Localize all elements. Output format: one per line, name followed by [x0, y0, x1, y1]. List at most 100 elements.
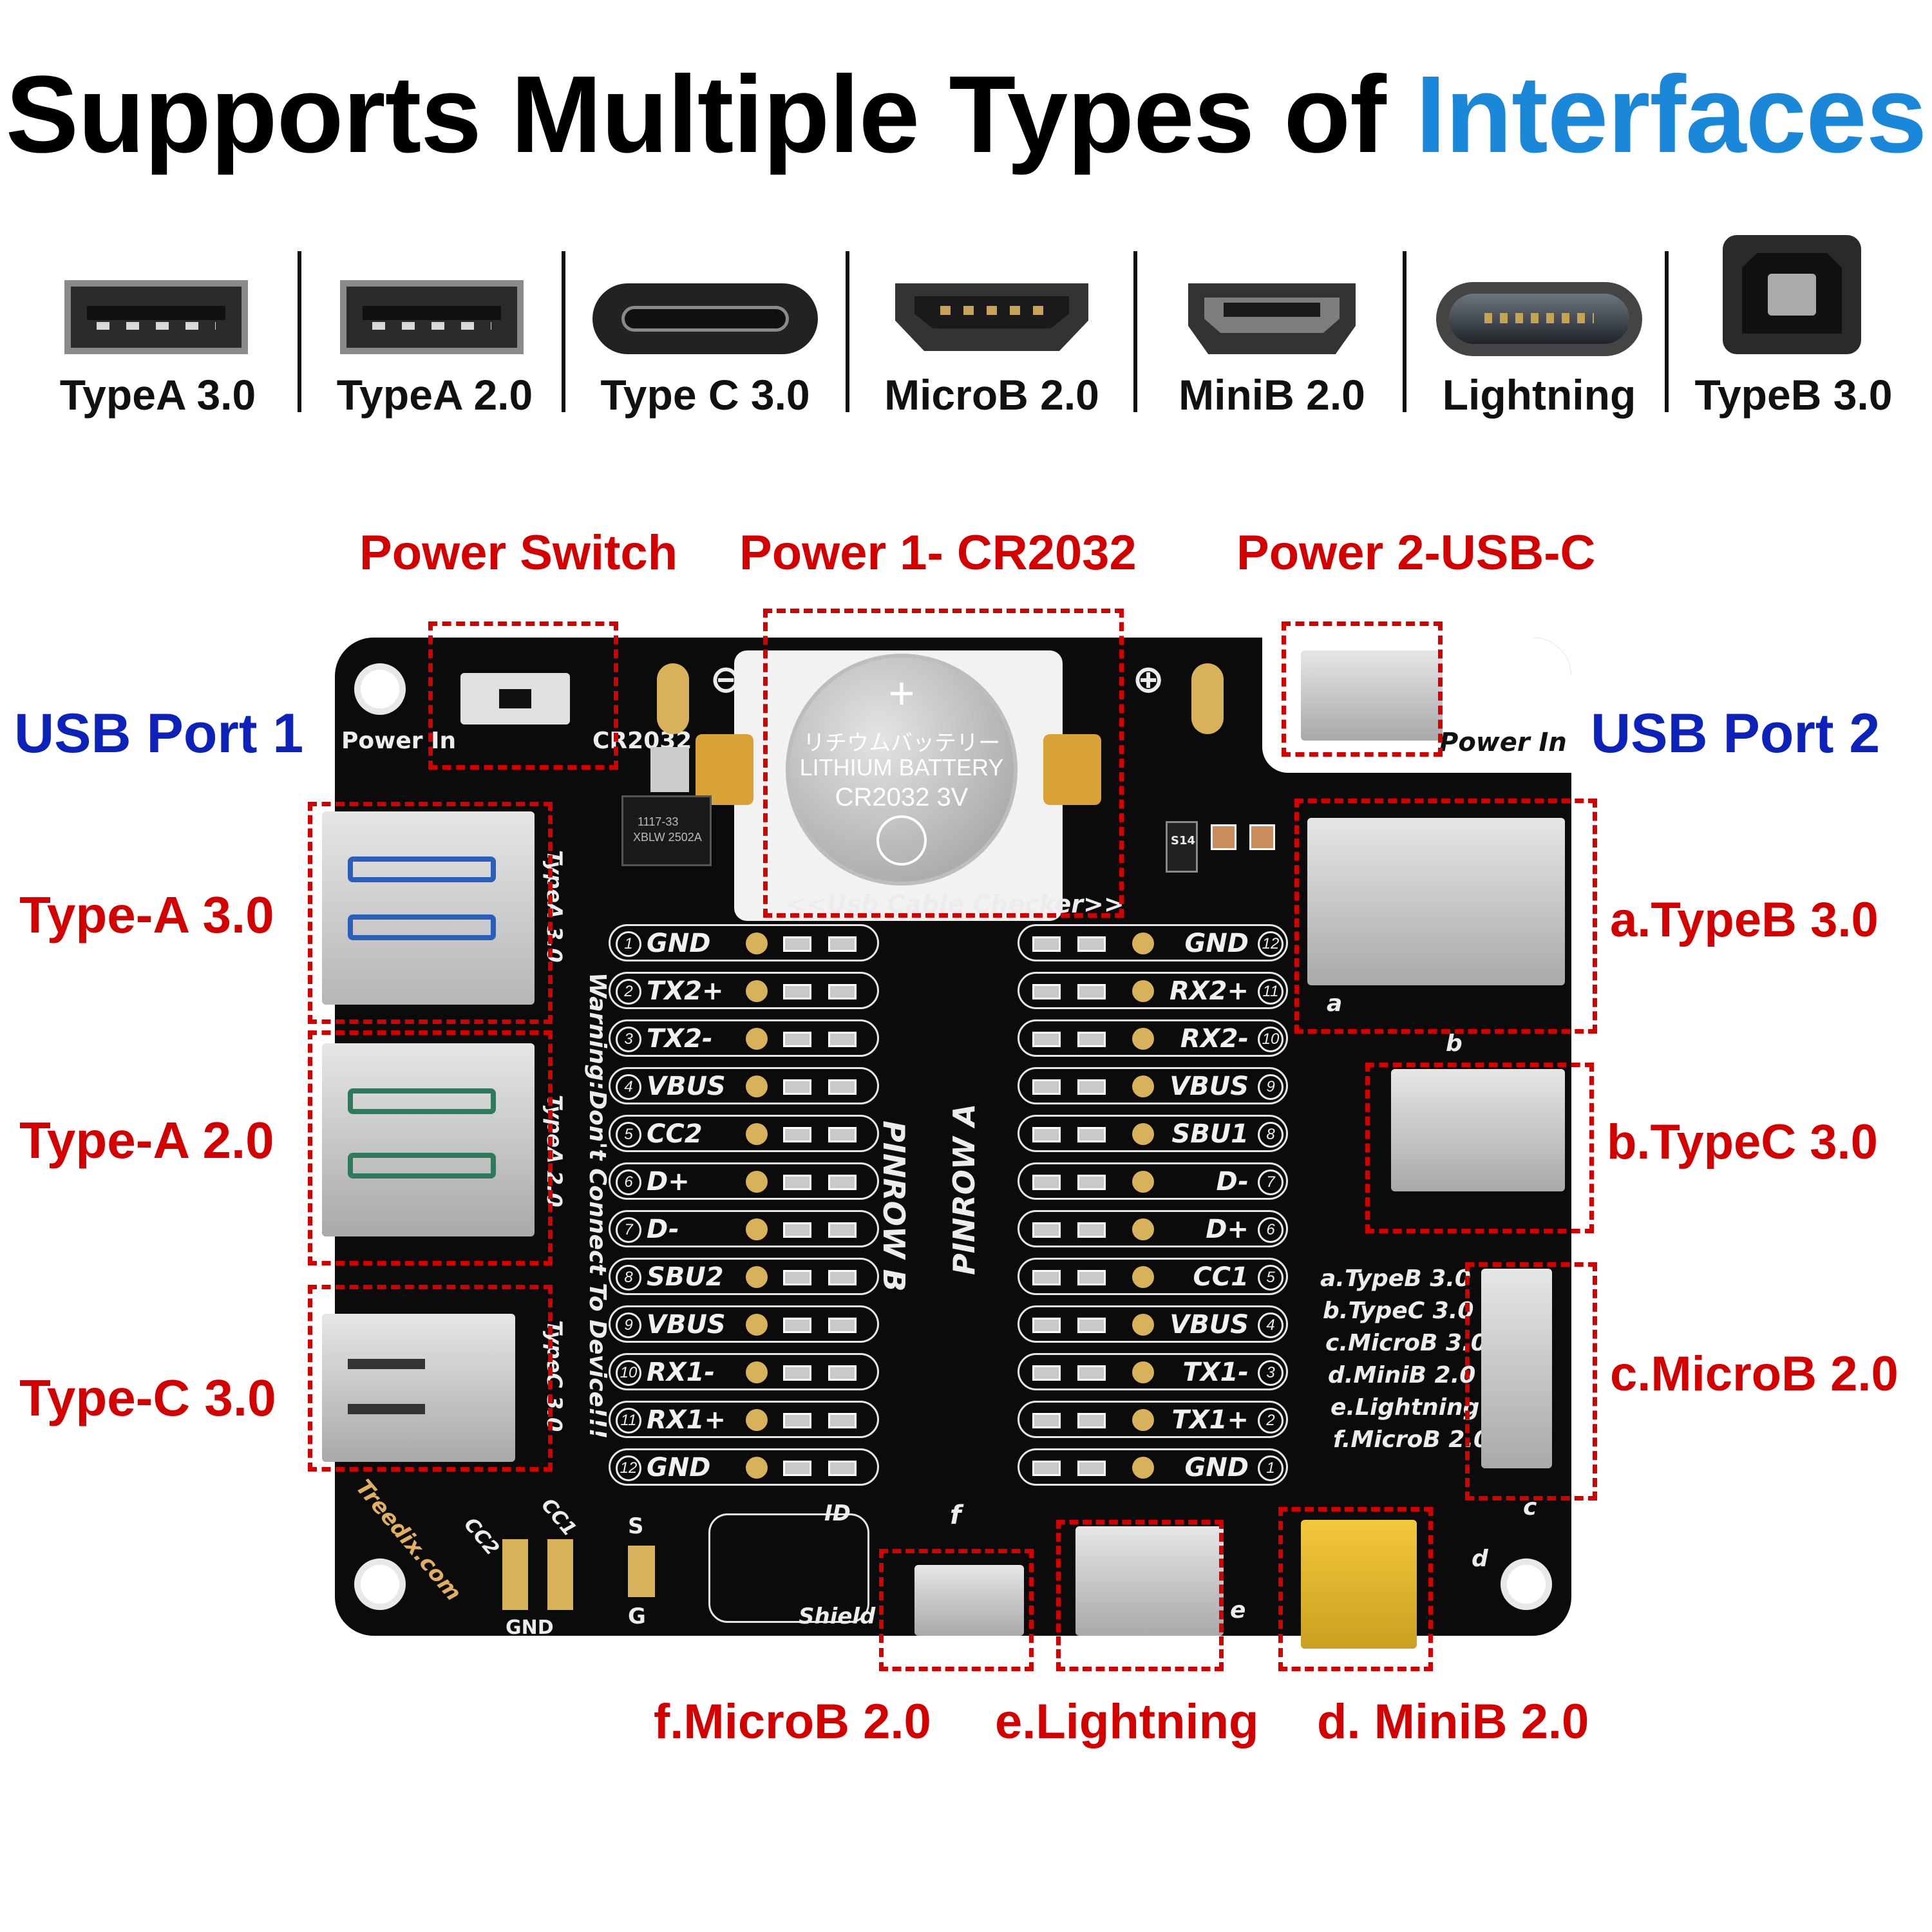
led-indicator — [828, 984, 857, 999]
pin-number: 6 — [1258, 1217, 1283, 1243]
test-pad[interactable] — [1132, 1457, 1154, 1479]
test-pad[interactable] — [1132, 1123, 1154, 1145]
led-indicator — [1032, 984, 1061, 999]
test-pad[interactable] — [1132, 1361, 1154, 1383]
voltage-regulator: 1117-33 XBLW 2502A — [621, 795, 712, 866]
letter-c: c — [1523, 1494, 1537, 1520]
callout-right-microb2: c.MicroB 2.0 — [1610, 1347, 1899, 1401]
led-indicator — [1077, 1079, 1106, 1095]
id-label: ID — [824, 1501, 851, 1526]
lightning-port[interactable] — [1075, 1526, 1224, 1636]
led-indicator — [828, 1413, 857, 1428]
box-power1 — [763, 609, 1124, 918]
pin-label: GND — [1184, 1453, 1249, 1482]
letter-d: d — [1472, 1546, 1488, 1572]
led-indicator — [1077, 1222, 1106, 1238]
led-indicator — [1077, 984, 1106, 999]
legend-item: a.TypeB 3.0 — [1320, 1265, 1471, 1292]
legend-item: c.MicroB 3.0 — [1325, 1330, 1487, 1356]
test-pad[interactable] — [746, 933, 768, 954]
pin-label: GND — [1184, 929, 1249, 958]
cc1-label: CC1 — [536, 1494, 581, 1541]
power-in-label: Power In — [341, 728, 457, 754]
interface-label: TypeA 2.0 — [336, 371, 533, 419]
test-pad[interactable] — [1132, 980, 1154, 1002]
test-pad[interactable] — [746, 1171, 768, 1193]
test-pad[interactable] — [746, 1075, 768, 1097]
test-pad[interactable] — [1132, 1409, 1154, 1431]
pin-number: 3 — [616, 1027, 641, 1052]
test-pad[interactable] — [1132, 1075, 1154, 1097]
usb-a3-port[interactable] — [322, 811, 535, 1005]
led-indicator — [783, 1461, 811, 1476]
test-pad[interactable] — [746, 1266, 768, 1288]
micro-usb-port-icon — [895, 283, 1088, 351]
battery-line2: CR2032 3V — [835, 783, 969, 811]
usb-c3-port-right[interactable] — [1391, 1069, 1565, 1191]
box-power-switch — [428, 621, 618, 770]
test-pad[interactable] — [746, 1457, 768, 1479]
pin-label: D+ — [1206, 1215, 1249, 1244]
battery-clip — [1043, 734, 1101, 805]
usb-b3-port[interactable] — [1307, 818, 1565, 985]
title-highlight: Interfaces — [1416, 53, 1927, 176]
box-power2 — [1282, 621, 1443, 757]
led-indicator — [1032, 1413, 1061, 1428]
test-pad[interactable] — [746, 1028, 768, 1050]
led-indicator — [828, 1318, 857, 1333]
pin-number: 9 — [1258, 1074, 1283, 1100]
usb-c-power-port[interactable] — [1301, 650, 1443, 741]
warning-label: Warning:Don't Connect To Device!!! — [584, 972, 611, 1439]
pin-label: VBUS — [1170, 1072, 1249, 1101]
gold-pad — [1191, 663, 1224, 734]
pin-number: 3 — [1258, 1360, 1283, 1386]
test-pad[interactable] — [1132, 1171, 1154, 1193]
micro-usb-f-port[interactable] — [914, 1565, 1024, 1636]
power-switch[interactable] — [460, 673, 570, 724]
pin-label: TX1- — [1182, 1358, 1249, 1387]
test-pad[interactable] — [746, 980, 768, 1002]
led-indicator — [1077, 1318, 1106, 1333]
test-pad[interactable] — [1132, 1314, 1154, 1336]
pin-label: VBUS — [647, 1072, 726, 1101]
pin-number: 4 — [1258, 1312, 1283, 1338]
led-indicator — [1032, 1318, 1061, 1333]
separator — [1665, 251, 1669, 412]
callout-right-typec3: b.TypeC 3.0 — [1607, 1115, 1878, 1170]
pin-number: 7 — [1258, 1170, 1283, 1195]
test-pad[interactable] — [746, 1409, 768, 1431]
test-pad[interactable] — [1132, 1218, 1154, 1240]
test-pad[interactable] — [746, 1123, 768, 1145]
led-indicator — [828, 1175, 857, 1190]
micro-usb-c-port[interactable] — [1481, 1269, 1552, 1468]
letter-e: e — [1230, 1597, 1246, 1624]
pin-number: 7 — [616, 1217, 641, 1243]
test-pad[interactable] — [746, 1218, 768, 1240]
led-indicator — [783, 984, 811, 999]
interface-label: MicroB 2.0 — [884, 371, 1099, 419]
test-pad[interactable] — [746, 1361, 768, 1383]
test-pad[interactable] — [1132, 1028, 1154, 1050]
mini-usb-port[interactable] — [1301, 1520, 1417, 1649]
pin-number: 2 — [1258, 1408, 1283, 1434]
led-indicator — [1032, 1461, 1061, 1476]
pin-number: 12 — [616, 1455, 641, 1481]
usb-a2-port[interactable] — [322, 1043, 535, 1236]
led-indicator — [1032, 1032, 1061, 1047]
led-indicator — [1077, 1270, 1106, 1285]
test-pad[interactable] — [1132, 933, 1154, 954]
title-main: Supports Multiple Types of — [5, 53, 1416, 176]
usb-c3-port[interactable] — [322, 1314, 515, 1462]
test-pad[interactable] — [746, 1314, 768, 1336]
usb-a-port-icon — [340, 280, 524, 354]
battery-clip — [696, 734, 753, 805]
test-pad[interactable] — [1132, 1266, 1154, 1288]
